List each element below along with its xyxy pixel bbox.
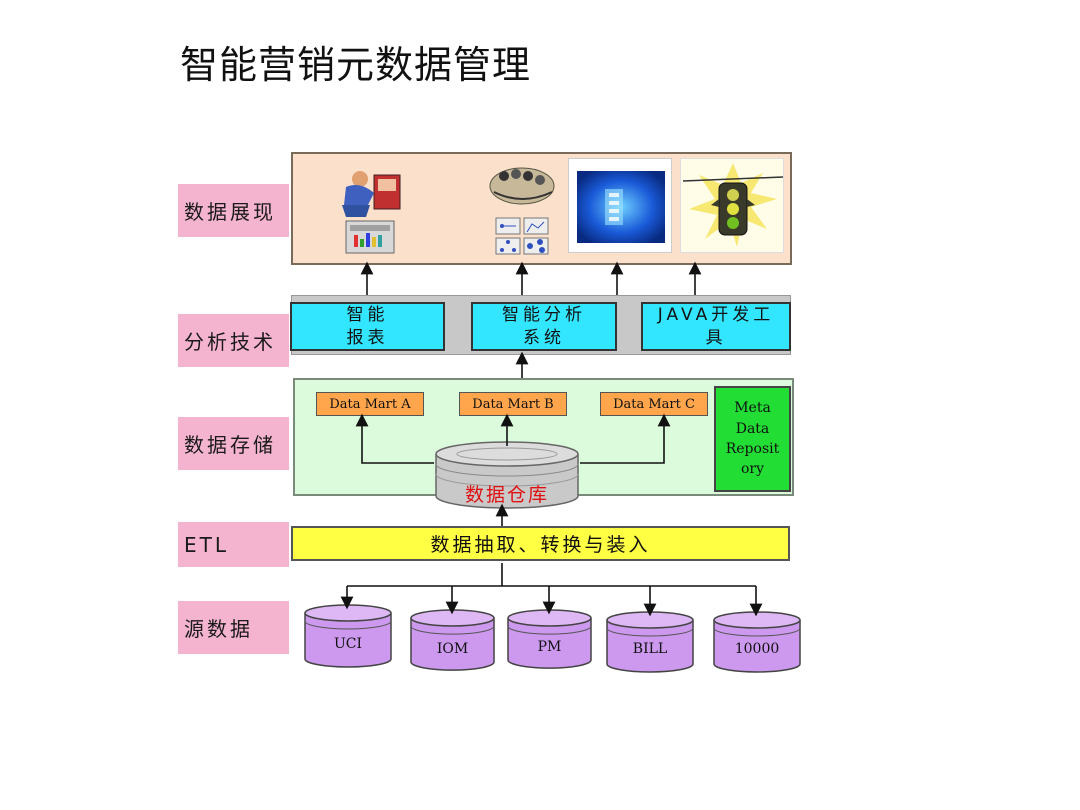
connector-lines [0,0,1080,810]
